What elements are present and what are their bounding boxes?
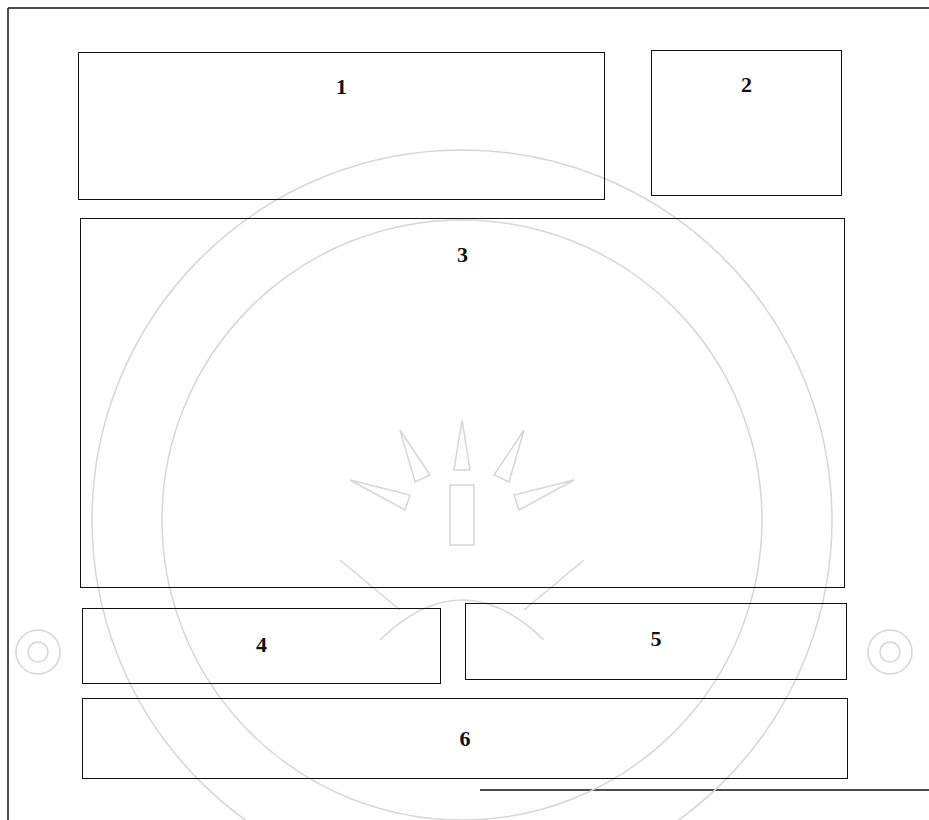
box-number: 6 [83,727,847,751]
layout-box: 5 [465,603,847,680]
layout-box: 3 [80,218,845,588]
box-number: 5 [466,627,846,651]
layout-box: 4 [82,608,441,684]
box-number: 4 [83,633,440,657]
box-number: 1 [79,75,604,99]
layout-box: 6 [82,698,848,779]
page-frame [8,8,929,820]
box-number: 3 [81,243,844,267]
box-number: 2 [652,73,841,97]
layout-box: 1 [78,52,605,200]
layout-box: 2 [651,50,842,196]
watermark-flower [16,630,912,674]
